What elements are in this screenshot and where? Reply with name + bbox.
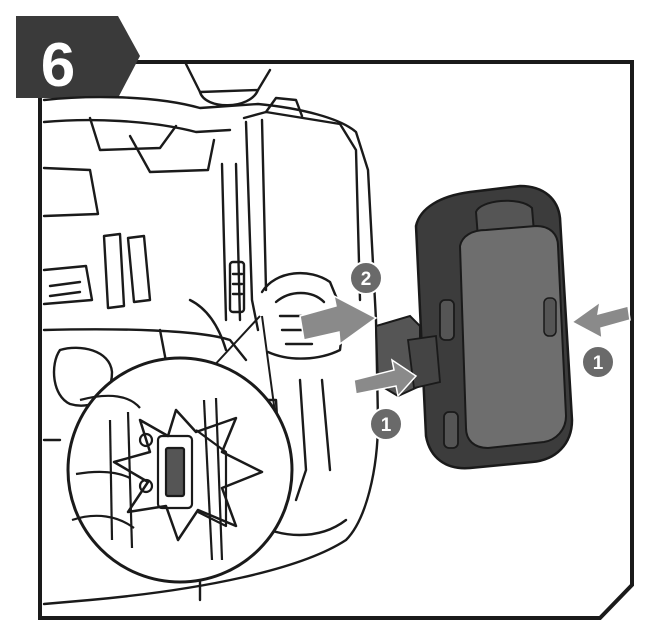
insert-arrow	[299, 294, 378, 346]
callout-push-left: 1	[369, 407, 403, 441]
step-badge: 6	[16, 16, 140, 100]
callout-number: 1	[593, 353, 604, 374]
callout-number: 2	[361, 269, 372, 290]
step-number: 6	[41, 31, 75, 100]
burst-icon	[112, 408, 264, 542]
push-arrow-right	[570, 300, 631, 340]
battery-pack	[374, 184, 574, 470]
callout-push-right: 1	[581, 345, 615, 379]
callout-slide-in: 2	[349, 261, 383, 295]
magnifier-circle	[66, 315, 294, 584]
callout-number: 1	[381, 415, 392, 436]
push-arrow-left	[353, 358, 418, 398]
